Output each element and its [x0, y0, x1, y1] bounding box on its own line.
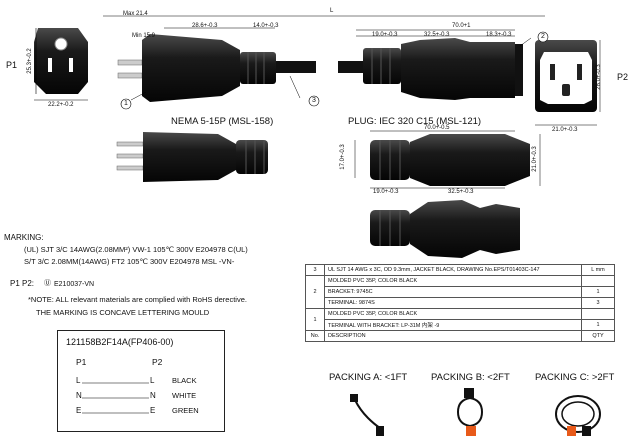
table-cell-qty: 3 — [581, 297, 615, 309]
table-cell-qty: QTY — [581, 330, 615, 342]
table-row: TERMINAL WITH BRACKET: LP-31M 内架 -9 1 — [306, 319, 615, 331]
dim-mid-b1: 19.0+-0.3 — [373, 189, 399, 195]
iec-title: PLUG: IEC 320 C15 (MSL-121) — [348, 116, 482, 127]
table-row: 2 MOLDED PVC 35P, COLOR BLACK — [305, 275, 615, 309]
table-cell-no: 1 — [305, 308, 325, 331]
label-p2: P2 — [617, 72, 629, 82]
dim-mid-b2: 32.5+-0.3 — [448, 189, 474, 195]
dim-14-0: 14.0+-0.3 — [253, 23, 279, 29]
nema-title: NEMA 5-15P (MSL-158) — [171, 116, 274, 127]
p1-plug-face — [34, 28, 88, 101]
dim-p2-h: 28.0+-0.3 — [595, 64, 602, 90]
dim-18-3: 18.3+-0.3 — [486, 32, 512, 38]
callout-1: 1 — [124, 100, 128, 107]
dim-L: L — [330, 8, 334, 14]
wiring-col-p2: P2 — [152, 357, 163, 367]
wiring-row-a: L — [76, 376, 81, 385]
marking-p1p2: P1 P2: — [10, 279, 35, 288]
wiring-row-b: N — [150, 391, 156, 400]
dim-p1-h: 25.3+-0.2 — [26, 48, 33, 74]
table-cell-desc: MOLDED PVC 35P, COLOR BLACK — [324, 275, 582, 287]
dim-70-0: 70.0+1 — [452, 23, 471, 29]
spec-table: 3 UL SJT 14 AWG x 3C, OD 9.3mm, JACKET B… — [305, 264, 615, 342]
packing-c-label: PACKING C: >2FT — [535, 372, 615, 383]
table-cell-desc: UL SJT 14 AWG x 3C, OD 9.3mm, JACKET BLA… — [324, 264, 582, 276]
table-cell-qty — [581, 308, 615, 320]
table-cell-qty: L mm — [581, 264, 615, 276]
table-cell-desc: DESCRIPTION — [324, 330, 582, 342]
table-row: TERMINAL: 9874S 3 — [306, 297, 615, 309]
dim-19-0: 19.0+-0.3 — [372, 32, 398, 38]
wiring-row-b: L — [150, 376, 155, 385]
packing-a-label: PACKING A: <1FT — [329, 372, 408, 383]
wiring-row-a: N — [76, 391, 82, 400]
marking-title: MARKING: — [4, 233, 44, 242]
packing-b-label: PACKING B: <2FT — [431, 372, 510, 383]
wiring-row-color: GREEN — [172, 406, 199, 415]
wiring-row-color: BLACK — [172, 376, 197, 385]
packing-b-icon — [456, 388, 484, 436]
table-cell-qty: 1 — [581, 319, 615, 331]
wiring-box — [57, 330, 225, 432]
table-row: 1 MOLDED PVC 35P, COLOR BLACK — [305, 308, 615, 331]
table-cell-qty: 1 — [581, 286, 615, 298]
ul-logo-icon: Ⓤ — [44, 280, 51, 287]
table-row: 3 UL SJT 14 AWG x 3C, OD 9.3mm, JACKET B… — [305, 264, 615, 276]
packing-c-icon — [555, 395, 601, 436]
wiring-row-color: WHITE — [172, 391, 197, 400]
table-cell-no: 3 — [305, 264, 325, 276]
dim-max: Max 21.4 — [123, 11, 148, 17]
table-cell-desc: TERMINAL WITH BRACKET: LP-31M 内架 -9 — [324, 319, 582, 331]
callout-3: 3 — [312, 97, 316, 104]
wiring-row-a: E — [76, 406, 82, 415]
marking-ul-code: E210037-VN — [54, 281, 95, 288]
dim-min: Min 15.9 — [132, 33, 156, 39]
dim-32-5: 32.5+-0.3 — [424, 32, 450, 38]
marking-line-2: S/T 3/C 2.08MM(14AWG) FT2 105℃ 300V E204… — [24, 257, 235, 266]
packing-a-icon — [350, 394, 384, 436]
dim-mid-h2: 21.0+-0.3 — [531, 146, 538, 172]
iec-side-view — [354, 130, 541, 189]
top-cable-assembly — [103, 15, 549, 110]
iec-top-view — [370, 200, 520, 258]
wiring-col-p1: P1 — [76, 357, 87, 367]
table-cell-desc: MOLDED PVC 35P, COLOR BLACK — [324, 308, 582, 320]
table-row: BRACKET: 9745C 1 — [306, 286, 615, 298]
wiring-row-b: E — [150, 406, 156, 415]
dim-p2-w: 21.0+-0.3 — [552, 127, 578, 133]
wiring-part: 121158B2F14A(FP406-00) — [66, 337, 174, 347]
table-cell-desc: BRACKET: 9745C — [324, 286, 582, 298]
marking-line-1: (UL) SJT 3/C 14AWG(2.08MM²) VW-1 105℃ 30… — [24, 245, 248, 254]
p2-connector-face — [535, 40, 601, 126]
label-p1: P1 — [6, 60, 18, 70]
table-row: No. DESCRIPTION QTY — [305, 330, 615, 342]
table-cell-no: 2 — [305, 275, 325, 309]
dim-mid-h1: 17.0+-0.3 — [339, 144, 346, 170]
table-cell-no: No. — [305, 330, 325, 342]
table-cell-qty — [581, 275, 615, 287]
marking-note: *NOTE: ALL relevant materials are compli… — [28, 295, 247, 304]
callout-2: 2 — [541, 33, 545, 40]
dim-mid-w: 70.0+-0.5 — [424, 125, 450, 131]
marking-note2: THE MARKING IS CONCAVE LETTERING MOULD — [36, 308, 210, 317]
table-cell-desc: TERMINAL: 9874S — [324, 297, 582, 309]
dim-28-6: 28.6+-0.3 — [192, 23, 218, 29]
nema-side-view — [116, 132, 268, 182]
dim-p1-w: 22.2+-0.2 — [48, 102, 74, 108]
